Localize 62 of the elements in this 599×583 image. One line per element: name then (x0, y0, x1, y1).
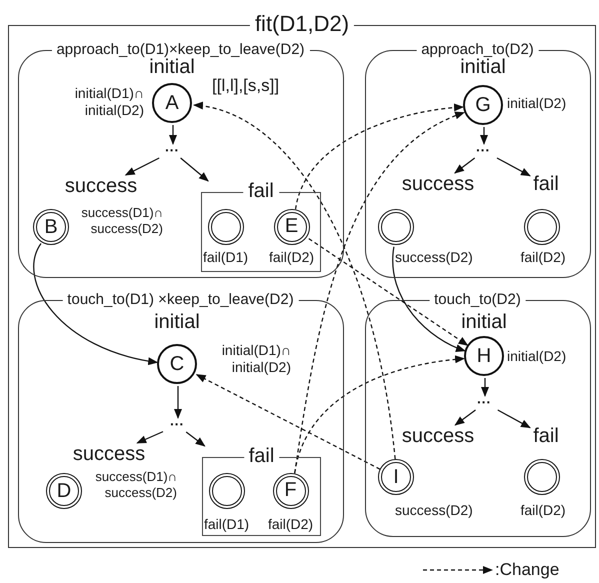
state-category-label: success (396, 172, 480, 196)
dashed-arrow (294, 356, 466, 474)
ellipsis: ··· (468, 143, 498, 157)
arrow (136, 431, 164, 444)
state-category-label: success (61, 174, 141, 198)
state-annotation: fail(D2) (266, 516, 314, 532)
pair-label: [[l,l],[s,s]] (212, 76, 280, 96)
state-annotation: success(D2) (395, 249, 474, 266)
final-state-circle: F (272, 472, 308, 508)
dashed-arrow (294, 104, 464, 210)
state-annotation: initial (460, 310, 508, 334)
initial-state-circle: G (463, 85, 503, 125)
state-annotation: success(D2) (395, 502, 474, 519)
initial-state-circle: H (464, 336, 504, 376)
state-annotation: initial (153, 310, 201, 334)
state-category-label: success (396, 424, 480, 448)
arrow (33, 243, 158, 365)
dashed-arrow (192, 102, 396, 460)
final-state-circle (524, 459, 560, 495)
state-annotation: fail(D2) (519, 502, 567, 519)
arrow (454, 158, 476, 174)
arrow (496, 157, 531, 176)
arrow (392, 246, 466, 352)
ellipsis: ··· (469, 395, 499, 409)
arrow (481, 378, 489, 397)
arrow (174, 386, 182, 419)
arrow (497, 409, 531, 428)
legend-text: :Change (495, 560, 560, 580)
arrow (480, 127, 488, 145)
state-annotation: initial(D2) (507, 95, 568, 112)
initial-state-circle: A (152, 83, 192, 123)
state-annotation: initial(D1)∩ initial(D2) (74, 85, 144, 119)
state-annotation: initial(D1)∩ initial(D2) (220, 342, 291, 376)
arrow (454, 410, 476, 426)
state-category-label: fail (529, 424, 563, 448)
arrow (124, 157, 160, 176)
state-category-label: fail (529, 172, 563, 196)
final-state-circle: B (33, 209, 69, 245)
dashed-arrow (308, 238, 468, 346)
state-annotation: fail(D1) (202, 516, 250, 532)
arrow (180, 158, 209, 182)
state-annotation: fail(D2) (268, 248, 316, 266)
ellipsis: ··· (162, 417, 192, 431)
state-annotation: success(D1)∩ success(D2) (94, 469, 177, 501)
dashed-arrow (196, 374, 380, 470)
final-state-circle (524, 209, 560, 245)
final-state-circle (208, 472, 244, 508)
state-annotation: fail(D2) (519, 249, 567, 266)
state-annotation: fail(D1) (202, 248, 250, 266)
arrow (169, 125, 177, 145)
initial-state-circle: C (157, 344, 197, 384)
ellipsis: ··· (157, 143, 187, 157)
dashed-arrow (294, 112, 465, 474)
state-annotation: initial(D2) (507, 348, 568, 365)
arrow (186, 432, 206, 447)
state-annotation: success(D1)∩ success(D2) (80, 205, 163, 237)
state-category-label: success (69, 442, 149, 466)
final-state-circle (378, 209, 414, 245)
final-state-circle (208, 208, 244, 244)
final-state-circle: I (378, 459, 414, 495)
final-state-circle: E (274, 208, 310, 244)
final-state-circle: D (46, 473, 82, 509)
